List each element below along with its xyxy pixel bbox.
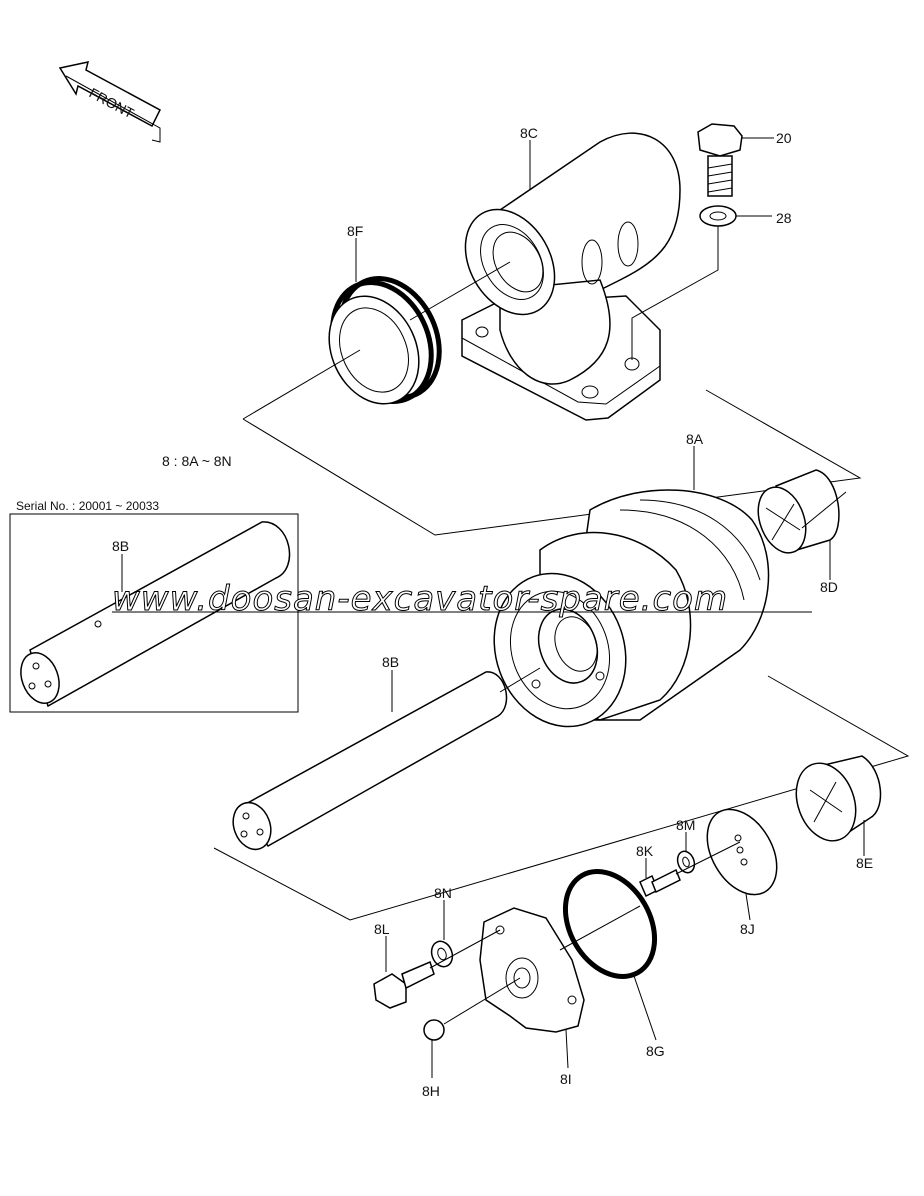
label-8j: 8J xyxy=(740,921,755,937)
part-8d-bushing xyxy=(757,469,840,554)
leader-8i-to-8g xyxy=(559,905,641,951)
label-8b: 8B xyxy=(382,654,399,670)
part-28-washer xyxy=(699,205,737,227)
label-8i: 8I xyxy=(560,1071,572,1087)
part-8n-washer xyxy=(430,940,454,968)
label-8f: 8F xyxy=(347,223,363,239)
part-8i-cover xyxy=(479,907,585,1033)
part-20-bolt xyxy=(697,123,743,197)
label-20: 20 xyxy=(776,130,792,146)
front-arrow: FRONT xyxy=(58,61,161,143)
label-28: 28 xyxy=(776,210,792,226)
watermark-text: www.doosan-excavator-spare.com xyxy=(112,579,728,619)
part-8b-shaft xyxy=(232,671,508,851)
serial-inset xyxy=(9,513,299,713)
leader-8k-to-8j xyxy=(675,841,741,875)
label-8a: 8A xyxy=(686,431,704,447)
label-8n: 8N xyxy=(434,885,452,901)
label-8c: 8C xyxy=(520,125,538,141)
serial-number-text: Serial No. : 20001 ~ 20033 xyxy=(16,499,159,513)
part-8g-o-ring xyxy=(562,869,658,979)
leader-8l-axis xyxy=(429,929,501,969)
part-8e-bushing xyxy=(795,755,882,842)
part-8k-bolt xyxy=(639,868,681,898)
label-8l: 8L xyxy=(374,921,390,937)
note-range: 8 : 8A ~ 8N xyxy=(162,453,232,469)
part-8c-bracket xyxy=(461,132,681,421)
part-8h-plug xyxy=(423,1019,445,1041)
label-8d: 8D xyxy=(820,579,838,595)
label-8e: 8E xyxy=(856,855,873,871)
label-8h: 8H xyxy=(422,1083,440,1099)
label-8b-inset: 8B xyxy=(112,538,129,554)
leader-28-to-bracket xyxy=(631,226,719,360)
label-8k: 8K xyxy=(636,843,654,859)
label-leaders xyxy=(121,137,865,1078)
leader-8h-axis xyxy=(443,977,521,1025)
part-8l-bolt xyxy=(373,960,435,1009)
leader-8d xyxy=(801,491,847,529)
part-8j-cover xyxy=(706,808,778,896)
leader-8f-to-outline xyxy=(242,349,361,420)
label-8m: 8M xyxy=(676,817,695,833)
group-outline-lower xyxy=(213,675,910,921)
leader-8f-to-8c xyxy=(409,261,511,321)
leader-8b-to-roller xyxy=(499,667,541,693)
part-8f-floating-seal xyxy=(328,276,442,405)
label-8g: 8G xyxy=(646,1043,665,1059)
part-8m-washer xyxy=(676,850,696,874)
watermark: www.doosan-excavator-spare.com xyxy=(112,579,812,620)
